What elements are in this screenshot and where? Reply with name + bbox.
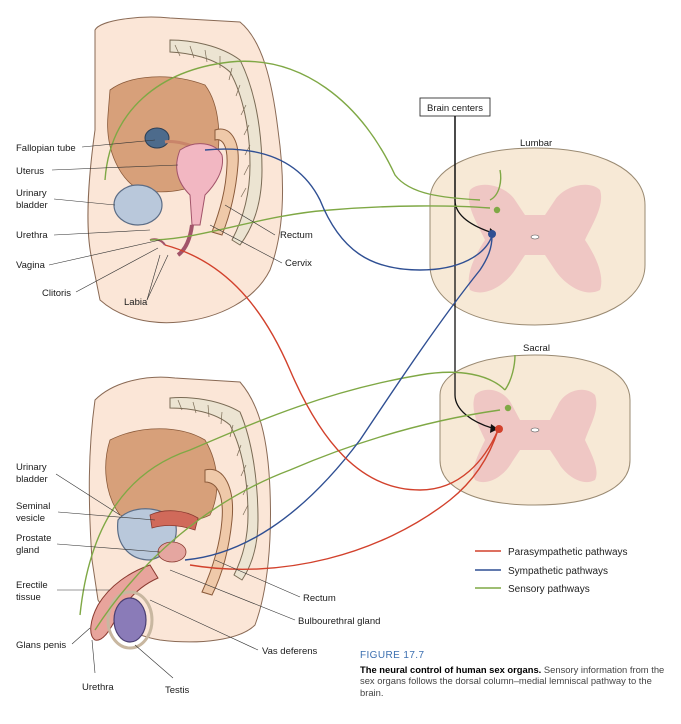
figure-title: The neural control of human sex organs.: [360, 663, 542, 675]
legend-label-parasympathetic: Parasympathetic pathways: [508, 547, 628, 558]
label-urethra-male: Urethra: [82, 682, 114, 693]
leader-lines: [48, 139, 301, 679]
brain-descending-pathway: [454, 116, 493, 429]
sensory-pathways: [79, 60, 516, 631]
lumbar-cord-section: [429, 147, 646, 326]
label-labia: Labia: [124, 297, 148, 308]
label-testis: Testis: [165, 685, 190, 696]
label-erectile-2: tissue: [16, 592, 41, 603]
sacral-cord-section: [439, 354, 631, 506]
anatomy-labels: Fallopian tube Uterus Urinary bladder Ur…: [16, 138, 552, 696]
label-prostate-1: Prostate: [16, 533, 51, 544]
label-lumbar: Lumbar: [520, 138, 552, 149]
label-vagina: Vagina: [16, 260, 46, 271]
sympathetic-neuron-lumbar: [488, 230, 496, 238]
sensory-ganglion-lumbar: [493, 206, 501, 214]
label-urinary-bladder-f-1: Urinary: [16, 188, 47, 199]
legend: Parasympathetic pathways Sympathetic pat…: [475, 547, 628, 595]
figure-text: Sensory information from the sex organs …: [360, 663, 665, 698]
label-urinary-bladder-m-2: bladder: [16, 474, 48, 485]
parasympathetic-neuron-sacral: [495, 425, 503, 433]
arrowhead-sacral: [490, 424, 498, 433]
legend-item-sensory: Sensory pathways: [475, 584, 590, 595]
brain-centers-box: Brain centers: [419, 97, 491, 117]
label-glans-penis: Glans penis: [16, 640, 66, 651]
legend-label-sympathetic: Sympathetic pathways: [508, 566, 608, 577]
male-anatomy: [88, 376, 271, 650]
sympathetic-pathways: [184, 148, 493, 561]
label-rectum-male: Rectum: [303, 593, 336, 604]
label-seminal-vesicle-1: Seminal: [16, 501, 50, 512]
label-clitoris: Clitoris: [42, 288, 71, 299]
label-urethra-female: Urethra: [16, 230, 48, 241]
label-erectile-1: Erectile: [16, 580, 48, 591]
figure-number: FIGURE 17.7: [360, 650, 425, 661]
label-uterus: Uterus: [16, 166, 44, 177]
label-prostate-2: gland: [16, 545, 39, 556]
legend-item-sympathetic: Sympathetic pathways: [475, 566, 608, 577]
label-rectum-female: Rectum: [280, 230, 313, 241]
label-vas-deferens: Vas deferens: [262, 646, 318, 657]
label-seminal-vesicle-2: vesicle: [16, 513, 45, 524]
figure-caption: FIGURE 17.7 The neural control of human …: [360, 650, 675, 698]
female-anatomy: [87, 16, 284, 324]
sensory-ganglion-sacral: [504, 404, 512, 412]
brain-centers-label: Brain centers: [427, 103, 483, 114]
label-cervix: Cervix: [285, 258, 312, 269]
label-bulbourethral-gland: Bulbourethral gland: [298, 616, 380, 627]
legend-item-parasympathetic: Parasympathetic pathways: [475, 547, 628, 558]
label-sacral: Sacral: [523, 343, 550, 354]
parasympathetic-pathways: [164, 244, 499, 570]
label-urinary-bladder-f-2: bladder: [16, 200, 48, 211]
label-urinary-bladder-m-1: Urinary: [16, 462, 47, 473]
legend-label-sensory: Sensory pathways: [508, 584, 590, 595]
label-fallopian-tube: Fallopian tube: [16, 143, 76, 154]
